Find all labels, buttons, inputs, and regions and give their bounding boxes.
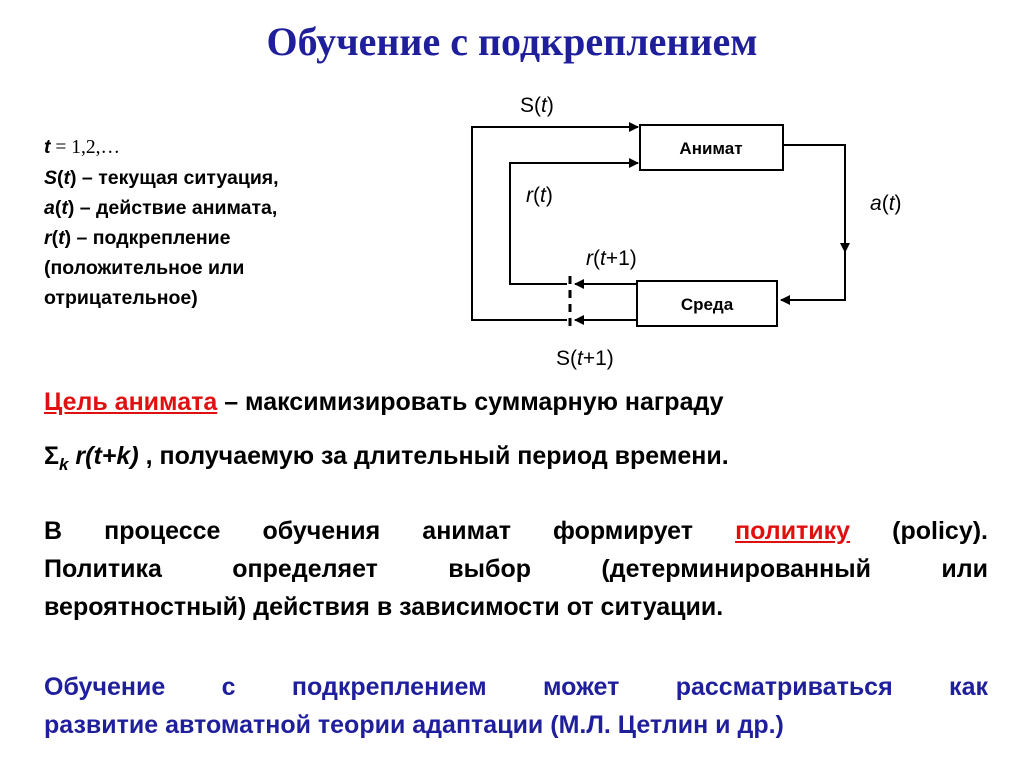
label-a-t: a(t): [870, 192, 902, 215]
state-arrow: [471, 122, 639, 321]
label-r-t1: r(t+1): [586, 247, 637, 270]
policy-line-2: Политика определяет выбор (детерминирова…: [44, 555, 988, 583]
policy-link[interactable]: политику: [735, 517, 851, 545]
action-arrow: [783, 144, 850, 253]
definitions-block: t = 1,2,… S(t) – текущая ситуация, a(t) …: [44, 132, 279, 313]
action-arrow-return: [780, 252, 846, 305]
feedback-diagram: Анимат Среда S(t) r(t) a(t) r(t+1) S(t+1…: [471, 94, 902, 370]
reward-arrow: [509, 158, 639, 285]
note-paragraph: Обучение с подкреплением может рассматри…: [44, 668, 988, 744]
def-r-cont2: отрицательное): [44, 287, 198, 309]
label-r-t: r(t): [526, 184, 553, 207]
animat-box: [639, 124, 784, 171]
def-a: a(t) – действие анимата,: [44, 197, 278, 219]
slide-title: Обучение с подкреплением: [266, 19, 758, 64]
def-r-cont1: (положительное или: [44, 257, 245, 279]
goal-line-1: Цель анимата – максимизировать суммарную…: [44, 388, 724, 416]
policy-line-3: вероятностный) действия в зависимости от…: [44, 593, 724, 621]
goal-line-2: Σk r(t+k) , получаемую за длительный пер…: [44, 442, 729, 474]
def-r: r(t) – подкрепление: [44, 227, 231, 249]
goal-link[interactable]: Цель анимата: [44, 388, 218, 416]
policy-line-1: В процессе обучения анимат формирует пол…: [44, 517, 988, 545]
animat-label: Анимат: [679, 139, 742, 158]
environment-label: Среда: [681, 295, 734, 314]
def-s: S(t) – текущая ситуация,: [44, 167, 279, 189]
policy-paragraph: В процессе обучения анимат формирует пол…: [44, 512, 988, 626]
def-t: t = 1,2,…: [44, 136, 120, 158]
label-s-t1: S(t+1): [556, 347, 614, 370]
note-line-2: развитие автоматной теории адаптации (М.…: [44, 711, 784, 739]
environment-box: [636, 280, 778, 327]
sigma: Σ: [44, 442, 60, 470]
label-s-t: S(t): [520, 94, 554, 117]
note-line-1: Обучение с подкреплением может рассматри…: [44, 673, 988, 701]
